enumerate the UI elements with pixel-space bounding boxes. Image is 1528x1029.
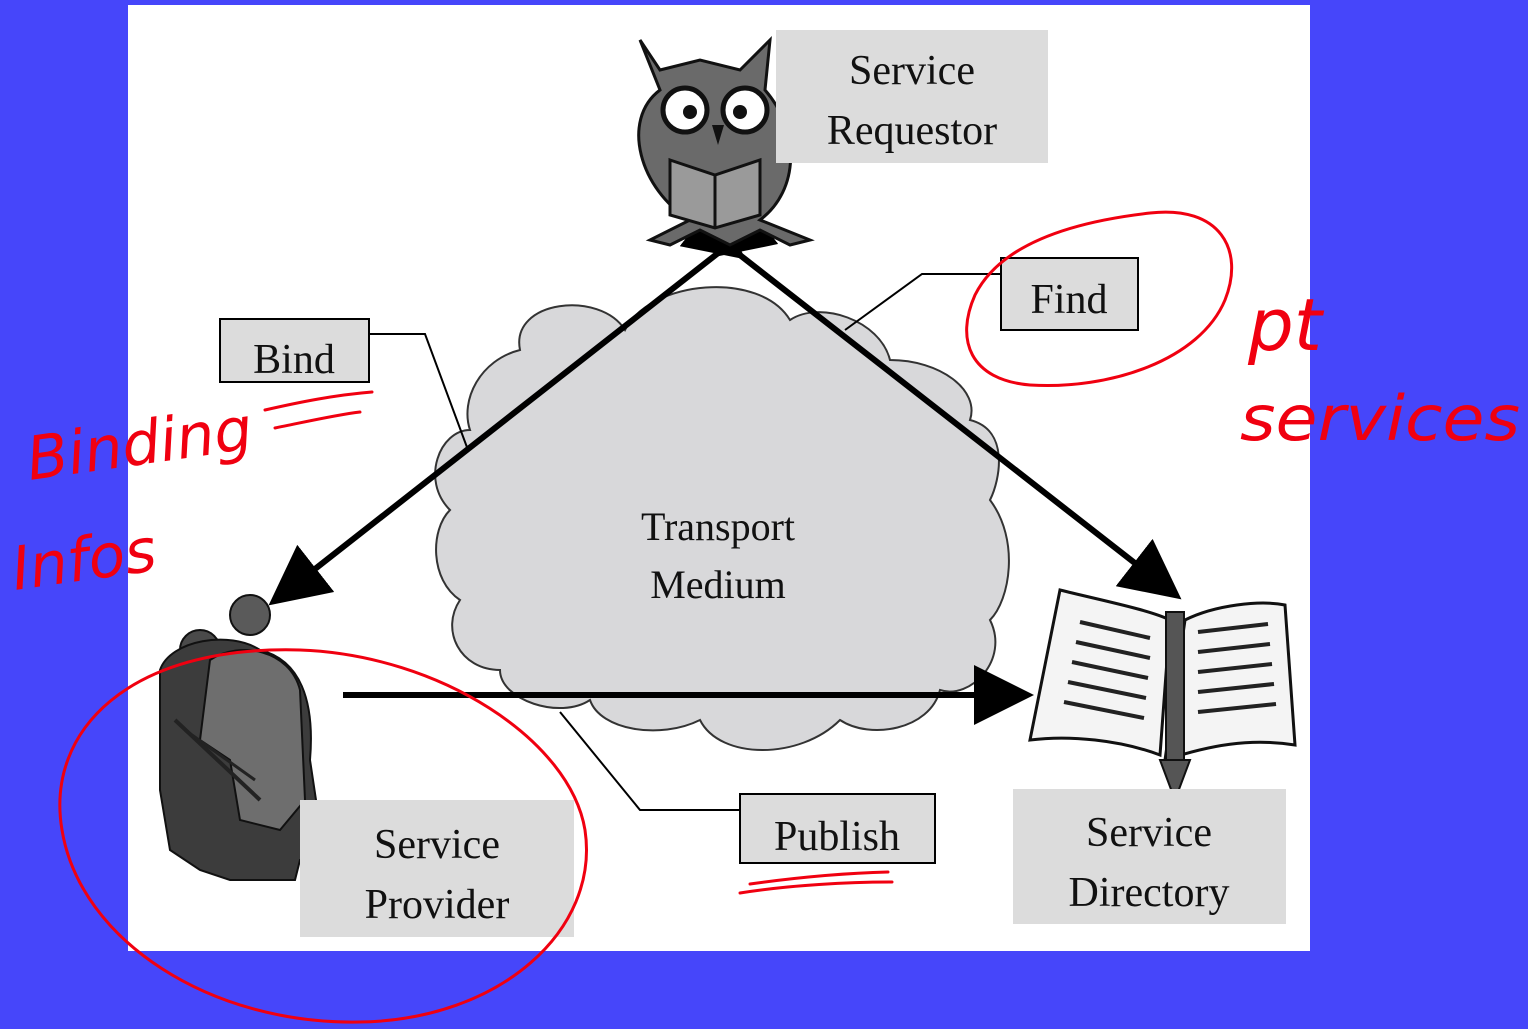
red-annotations <box>58 210 1234 1024</box>
publish-label: Publish <box>739 793 936 864</box>
cloud-label-line2: Medium <box>650 562 786 607</box>
bind-arrow <box>268 196 779 606</box>
find-arrow <box>679 198 1182 600</box>
cloud-label-line1: Transport <box>641 504 795 549</box>
publish-label-text: Publish <box>774 814 900 860</box>
bind-label-text: Bind <box>253 337 335 383</box>
business-people-icon <box>159 594 327 881</box>
find-label: Find <box>1000 257 1139 331</box>
open-book-icon <box>1028 588 1297 803</box>
publish-connector-line <box>559 711 740 811</box>
pt-annotation-text: pt <box>1247 283 1325 367</box>
directory-label: Service Directory <box>1013 789 1286 924</box>
publish-underline-annotation <box>738 870 894 895</box>
provider-label-line2: Provider <box>365 882 510 928</box>
find-circle-annotation <box>965 210 1234 388</box>
requestor-label-line2: Requestor <box>827 108 997 154</box>
bind-label: Bind <box>219 318 370 383</box>
owl-reading-book-icon <box>637 35 815 247</box>
directory-label-line2: Directory <box>1069 870 1230 916</box>
provider-circle-annotation <box>58 648 588 1024</box>
services-annotation-text: services <box>1240 382 1520 455</box>
provider-label-line1: Service <box>374 822 500 868</box>
bind-underline-annotation <box>263 390 374 430</box>
requestor-label: Service Requestor <box>776 30 1048 163</box>
requestor-label-line1: Service <box>849 48 975 94</box>
provider-label: Service Provider <box>300 800 574 937</box>
directory-label-line1: Service <box>1086 810 1212 856</box>
find-label-text: Find <box>1030 277 1107 323</box>
